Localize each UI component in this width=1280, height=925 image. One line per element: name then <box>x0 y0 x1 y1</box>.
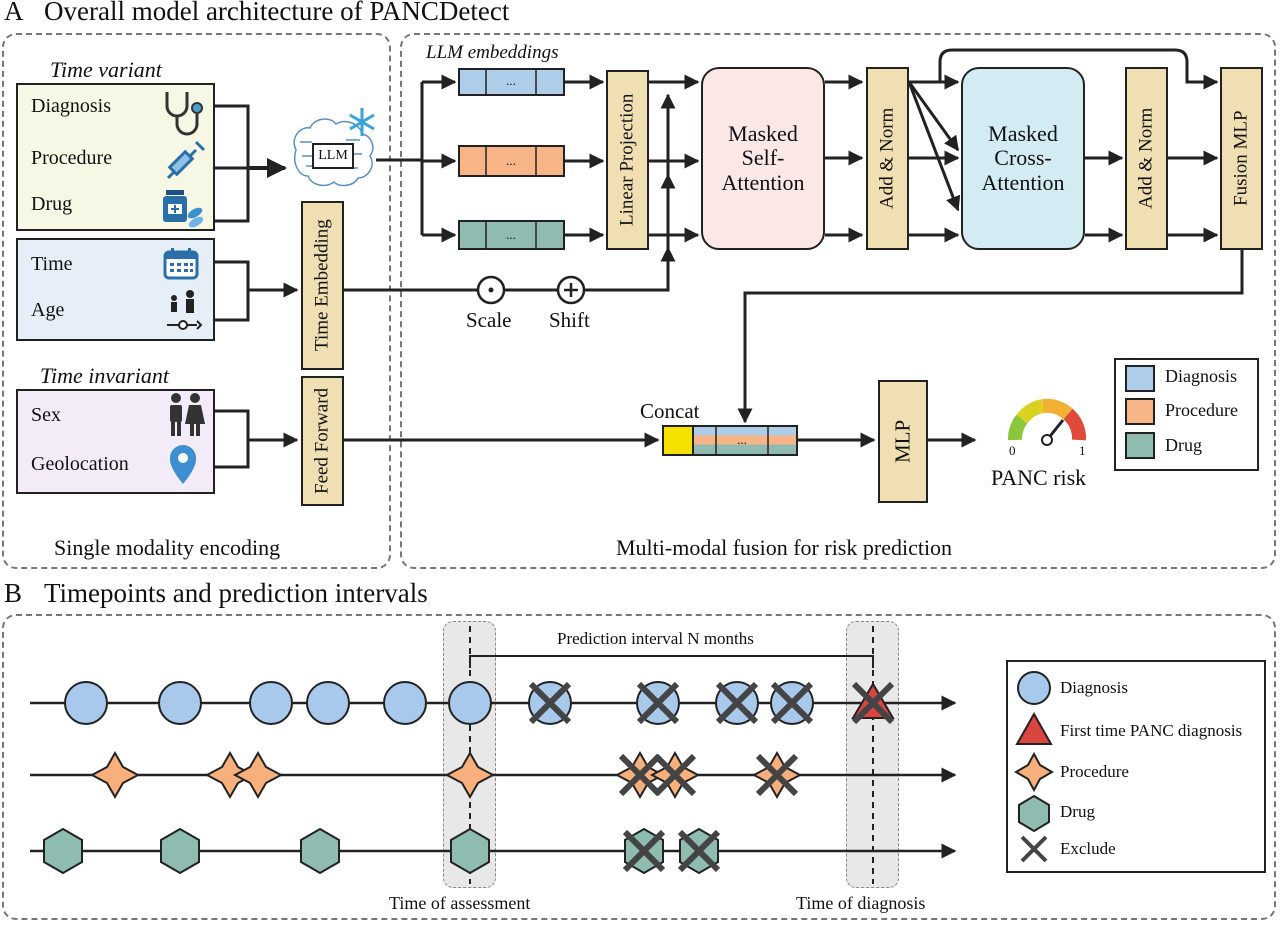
procedure-event <box>444 750 496 800</box>
masked-cross-attention-label: Masked Cross- Attention <box>981 121 1065 195</box>
legend-b <box>1006 660 1266 873</box>
legend-b-diagnosis-symbol <box>1017 671 1051 705</box>
invariant-item-geolocation: Geolocation <box>31 453 129 475</box>
drug-event <box>160 827 200 875</box>
panel-a-title: Overall model architecture of PANCDetect <box>44 0 510 26</box>
fusion-panel <box>400 33 1276 569</box>
embedding-procedure <box>458 145 565 177</box>
time-invariant-label: Time invariant <box>40 363 169 388</box>
diagnosis-event <box>64 681 108 725</box>
embedding-ellipsis-3: ... <box>506 227 516 242</box>
concat-label: Concat <box>640 399 700 423</box>
time-of-assessment-label: Time of assessment <box>389 893 531 913</box>
gauge-icon <box>1008 398 1087 441</box>
single-modality-caption: Single modality encoding <box>54 535 281 560</box>
legend-a-swatch-procedure <box>1125 398 1155 425</box>
embedding-ellipsis-1: ... <box>506 73 516 88</box>
llm-chip <box>312 143 354 169</box>
legend-b-label-diagnosis: Diagnosis <box>1060 678 1128 697</box>
llm-label: LLM <box>318 148 348 163</box>
variant-item-drug: Drug <box>31 193 73 215</box>
legend-b-label-procedure: Procedure <box>1060 762 1129 781</box>
panc-risk-label: PANC risk <box>991 465 1087 490</box>
legend-b-panc-symbol <box>1015 711 1053 745</box>
legend-a-swatch-diagnosis <box>1125 365 1155 392</box>
diagnosis-event <box>306 681 350 725</box>
embedding-diagnosis <box>458 68 565 96</box>
embedding-ellipsis-2: ... <box>506 153 516 168</box>
procedure-event <box>232 750 284 800</box>
legend-b-exclude-symbol <box>1020 835 1048 863</box>
timeline-panel <box>2 614 1276 920</box>
procedure-event <box>89 750 141 800</box>
panel-b-letter: B <box>4 578 23 608</box>
time-item-age: Age <box>31 299 65 321</box>
diagnosis-event <box>383 681 427 725</box>
diagnosis-event <box>158 681 202 725</box>
legend-a-label-drug: Drug <box>1165 435 1202 455</box>
legend-a-label-diagnosis: Diagnosis <box>1165 366 1237 386</box>
llm-embeddings-label: LLM embeddings <box>426 42 559 63</box>
time-item-time: Time <box>31 253 73 275</box>
fusion-caption: Multi-modal fusion for risk prediction <box>616 535 953 560</box>
snowflake-icon <box>349 108 375 136</box>
masked-self-attention-block: Masked Self- Attention <box>701 67 825 250</box>
variant-item-procedure: Procedure <box>31 147 113 169</box>
time-variant-label: Time variant <box>50 57 162 82</box>
concat-ellipsis: ... <box>737 432 747 447</box>
calendar-icon <box>163 248 199 280</box>
drug-event <box>300 827 340 875</box>
scale-label: Scale <box>466 308 512 332</box>
location-pin-icon <box>170 445 196 484</box>
age-icon <box>167 290 203 330</box>
drug-icon <box>163 190 204 228</box>
legend-b-label-drug: Drug <box>1060 802 1095 821</box>
legend-a-swatch-drug <box>1125 432 1155 459</box>
prediction-interval-label: Prediction interval N months <box>557 629 754 648</box>
drug-event <box>43 827 83 875</box>
legend-b-label-panc: First time PANC diagnosis <box>1060 721 1243 740</box>
panel-b-title: Timepoints and prediction intervals <box>44 578 428 608</box>
masked-cross-attention-block: Masked Cross- Attention <box>961 67 1085 250</box>
time-of-diagnosis-label: Time of diagnosis <box>796 893 926 913</box>
sex-icon <box>170 393 205 436</box>
invariant-item-sex: Sex <box>31 404 61 426</box>
gauge-min-label: 0 <box>1009 443 1016 458</box>
concat-static-segment <box>662 425 694 456</box>
legend-b-drug-symbol <box>1018 794 1050 833</box>
diagnosis-event <box>249 681 293 725</box>
drug-event <box>450 827 490 875</box>
legend-b-procedure-symbol <box>1014 751 1054 793</box>
panel-a-letter: A <box>4 0 24 26</box>
syringe-icon <box>166 140 206 180</box>
variant-item-diagnosis: Diagnosis <box>31 95 111 117</box>
embedding-drug <box>458 220 565 250</box>
stethoscope-icon <box>165 92 203 136</box>
single-modality-panel <box>2 33 391 569</box>
legend-b-label-exclude: Exclude <box>1060 839 1116 858</box>
masked-self-attention-label: Masked Self- Attention <box>721 121 805 195</box>
gauge-max-label: 1 <box>1079 443 1086 458</box>
legend-a-label-procedure: Procedure <box>1165 400 1238 420</box>
diagnosis-event <box>448 681 492 725</box>
shift-label: Shift <box>549 308 590 332</box>
